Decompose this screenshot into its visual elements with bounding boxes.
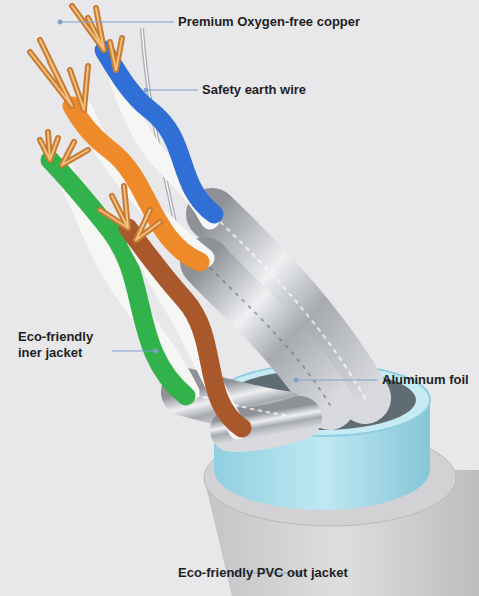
callout-label: Safety earth wire bbox=[202, 82, 402, 98]
callout-label: Premium Oxygen-free copper bbox=[178, 14, 418, 30]
leader-lines bbox=[58, 20, 378, 575]
twisted-pairs bbox=[50, 50, 242, 430]
callout-label: Eco-friendly iner jacket bbox=[18, 329, 110, 361]
copper-conductors bbox=[30, 6, 160, 240]
callout-label: Eco-friendly PVC out jacket bbox=[178, 565, 418, 581]
callout-label: Aluminum foil bbox=[382, 372, 479, 388]
